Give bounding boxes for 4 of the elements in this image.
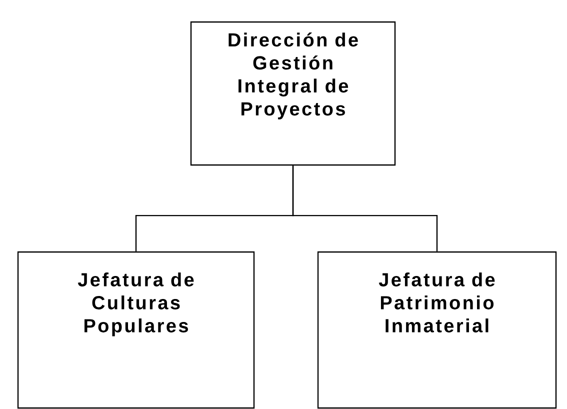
org-box: Jefatura de Culturas Populares (17, 251, 255, 409)
connector-line (292, 166, 438, 252)
org-box: Jefatura de Patrimonio Inmaterial (317, 251, 557, 409)
org-box: Dirección de Gestión Integral de Proyectos (190, 21, 396, 166)
